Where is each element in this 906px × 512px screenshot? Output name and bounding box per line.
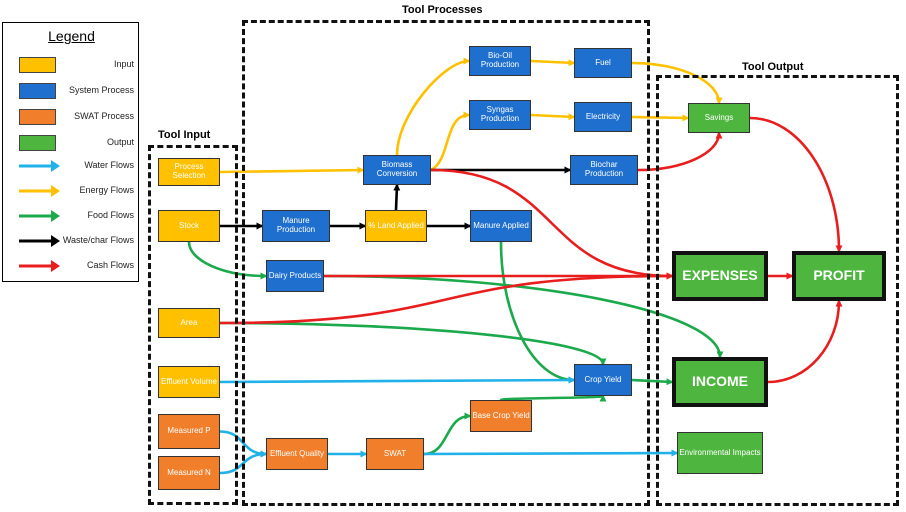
legend-title: Legend bbox=[48, 28, 95, 44]
legend-item-water-flows: Water Flows bbox=[3, 156, 140, 176]
legend-item-system-process: System Process bbox=[3, 81, 140, 101]
legend-label: Energy Flows bbox=[79, 185, 134, 195]
energy-flow-edge-fuel-to-savings bbox=[631, 61, 723, 105]
legend-item-swat-process: SWAT Process bbox=[3, 107, 140, 127]
food-flow-edge-crop-yield-to-income bbox=[631, 378, 674, 386]
cash-flow-arrow-icon bbox=[19, 260, 60, 272]
legend-label: Water Flows bbox=[84, 160, 134, 170]
legend-item-cash-flows: Cash Flows bbox=[3, 256, 140, 276]
measured-n-node: Measured N bbox=[158, 456, 220, 490]
food-flow-arrow-icon bbox=[19, 210, 60, 222]
stock-node: Stock bbox=[158, 210, 220, 242]
food-flow-edge-dairy-products-to-income bbox=[323, 274, 724, 359]
base-crop-yield-node: Base Crop Yield bbox=[470, 400, 532, 432]
water-flow-arrow-icon bbox=[19, 160, 60, 172]
energy-flow-edge-electricity-to-savings bbox=[631, 114, 690, 122]
tool-output-title: Tool Output bbox=[742, 61, 804, 73]
food-flow-edge-manure-applied-to-crop-yield bbox=[499, 241, 576, 384]
legend-label: Input bbox=[113, 59, 134, 69]
syngas-production-node: Syngas Production bbox=[469, 100, 531, 130]
legend-label: Cash Flows bbox=[86, 260, 134, 270]
electricity-node: Electricity bbox=[574, 102, 632, 132]
tool-output-frame bbox=[656, 75, 899, 506]
expenses-node: EXPENSES bbox=[672, 251, 768, 301]
cash-flow-edge-savings-to-profit bbox=[749, 116, 843, 253]
legend-item-input: Input bbox=[3, 55, 140, 75]
tool-input-title: Tool Input bbox=[158, 129, 211, 141]
water-flow-edge-swat-to-environmental-impacts bbox=[423, 449, 679, 457]
legend-item-food-flows: Food Flows bbox=[3, 206, 140, 226]
measured-p-node: Measured P bbox=[158, 414, 220, 449]
biochar-production-node: Biochar Production bbox=[570, 155, 638, 185]
environmental-impacts-node: Environmental Impacts bbox=[677, 432, 763, 474]
income-node: INCOME bbox=[672, 357, 768, 407]
waste-flow-edge-pct-land-applied-to-biomass-conversion bbox=[393, 183, 401, 211]
cash-flow-edge-biomass-conversion-to-expenses bbox=[430, 168, 674, 280]
legend: Legend Input System Process SWAT Process… bbox=[2, 22, 139, 282]
energy-flow-edge-biomass-conversion-to-syngas-production bbox=[430, 111, 471, 172]
energy-flow-edge-biomass-conversion-to-bio-oil-production bbox=[395, 57, 471, 156]
legend-label: System Process bbox=[68, 85, 134, 95]
tool-input-frame bbox=[148, 145, 238, 505]
cash-flow-edge-area-to-expenses bbox=[219, 272, 674, 325]
legend-label: Waste/char Flows bbox=[62, 235, 134, 245]
manure-production-node: Manure Production bbox=[262, 210, 330, 242]
effluent-volume-node: Effluent Volume bbox=[158, 366, 220, 398]
biomass-conversion-node: Biomass Conversion bbox=[363, 155, 431, 185]
fuel-node: Fuel bbox=[574, 48, 632, 78]
tool-processes-frame bbox=[242, 20, 650, 506]
legend-item-waste-char-flows: Waste/char Flows bbox=[3, 231, 140, 251]
legend-item-energy-flows: Energy Flows bbox=[3, 181, 140, 201]
legend-item-output: Output bbox=[3, 133, 140, 153]
energy-flow-edge-bio-oil-production-to-fuel bbox=[530, 59, 576, 67]
percent-land-applied-node: % Land Applied bbox=[365, 210, 427, 242]
area-node: Area bbox=[158, 308, 220, 338]
process-selection-node: Process Selection bbox=[158, 158, 220, 186]
water-flow-edge-effluent-volume-to-crop-yield bbox=[219, 376, 576, 384]
legend-label: Output bbox=[106, 137, 134, 147]
energy-flow-edge-syngas-production-to-electricity bbox=[530, 113, 576, 121]
swat-node: SWAT bbox=[366, 438, 424, 470]
manure-applied-node: Manure Applied bbox=[470, 210, 532, 242]
profit-node: PROFIT bbox=[792, 251, 886, 301]
energy-flow-arrow-icon bbox=[19, 185, 60, 197]
swat-process-swatch bbox=[19, 109, 56, 125]
waste-flow-arrow-icon bbox=[19, 235, 60, 247]
crop-yield-node: Crop Yield bbox=[574, 364, 632, 396]
legend-label: SWAT Process bbox=[74, 111, 134, 121]
cash-flow-edge-biochar-production-to-savings bbox=[637, 131, 723, 172]
food-flow-edge-base-crop-yield-to-crop-yield bbox=[499, 394, 607, 402]
system-process-swatch bbox=[19, 83, 56, 99]
effluent-quality-node: Effluent Quality bbox=[266, 438, 328, 470]
cash-flow-edge-income-to-profit bbox=[767, 299, 843, 384]
input-swatch bbox=[19, 57, 56, 73]
output-swatch bbox=[19, 135, 56, 151]
savings-node: Savings bbox=[688, 103, 750, 133]
food-flow-edge-stock-to-dairy-products bbox=[187, 241, 268, 280]
food-flow-edge-area-to-crop-yield bbox=[219, 321, 607, 366]
legend-label: Food Flows bbox=[87, 210, 134, 220]
bio-oil-production-node: Bio-Oil Production bbox=[469, 46, 531, 76]
dairy-products-node: Dairy Products bbox=[266, 260, 324, 292]
tool-processes-title: Tool Processes bbox=[402, 4, 483, 16]
